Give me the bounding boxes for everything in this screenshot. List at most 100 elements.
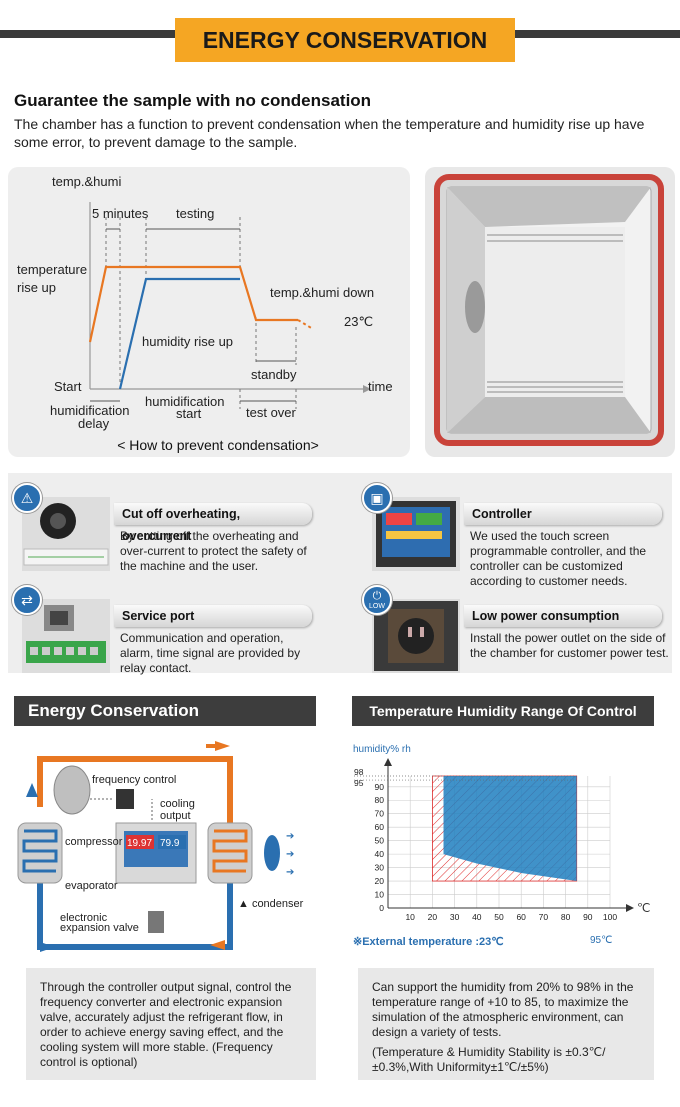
test-over-label: test over	[246, 405, 297, 420]
condensation-diagram: temp.&humi 5 minutes testing temperature…	[8, 167, 410, 457]
flow-arrow-icon	[215, 741, 230, 751]
y-tick-label: 20	[375, 876, 385, 886]
y-tick-label: 98	[354, 767, 364, 777]
humid-start-label: humidification	[145, 394, 225, 409]
y-tick-label: 40	[375, 849, 385, 859]
standby-label: standby	[251, 367, 297, 382]
expansion-valve-icon	[148, 911, 164, 933]
condenser-label: ▲ condenser	[238, 898, 304, 910]
x-tick-label: 90	[583, 912, 593, 922]
y-tick-label: 10	[375, 890, 385, 900]
chart-footnote: ※External temperature :23℃	[353, 936, 504, 948]
energy-diagram-svg: 19.97 79.9 ➔➔➔ frequency control cooling…	[17, 741, 304, 952]
y-tick-label: 90	[375, 782, 385, 792]
svg-text:➔: ➔	[286, 867, 294, 878]
y-tick-label: 50	[375, 836, 385, 846]
plug-icon: ⏻	[372, 590, 382, 602]
flow-arrow-icon	[210, 940, 225, 950]
fan-icon	[264, 835, 280, 871]
port-icon: ⇄	[12, 585, 42, 615]
hot-pipe	[37, 756, 233, 823]
feature-title: Low power consumption	[464, 605, 662, 627]
condenser-coil	[207, 822, 253, 884]
range-note-text: Can support the humidity from 20% to 98%…	[372, 980, 634, 1039]
low-power-icon-text: LOW	[369, 603, 385, 610]
feature-title: Controller	[464, 503, 662, 525]
x-tick-label: 100	[603, 912, 617, 922]
energy-heading: Energy Conservation	[14, 696, 316, 726]
feature-desc: Install the power outlet on the side of …	[470, 631, 669, 660]
features-block: ⚠ Cut off overheating, overcurrent By cu…	[8, 473, 672, 675]
chamber-photo	[425, 167, 675, 457]
x-tick-label: 80	[561, 912, 571, 922]
power-outlet-thumbnail	[372, 599, 460, 673]
temperature-curve	[88, 265, 298, 343]
diagram-caption: < How to prevent condensation>	[117, 437, 319, 453]
feature-desc: We used the touch screen programmable co…	[470, 529, 647, 588]
controller-icon: ▣	[362, 483, 392, 513]
range-note: Can support the humidity from 20% to 98%…	[358, 968, 654, 1080]
five-minutes-label: 5 minutes	[92, 206, 149, 221]
chamber-illustration	[434, 174, 664, 446]
y-tick-label: 70	[375, 809, 385, 819]
expansion-valve-label: expansion valve	[60, 922, 139, 934]
cooling-output-label: output	[160, 810, 191, 822]
chamber-ceiling	[447, 187, 651, 227]
chart-xlabel: ℃	[637, 901, 650, 915]
x-axis-arrow	[363, 385, 371, 393]
x-tick-label: 10	[405, 912, 415, 922]
feature-desc: By cutting off the overheating and over-…	[120, 529, 307, 573]
temperature-curve-dash	[297, 319, 314, 330]
frequency-control-label: frequency control	[92, 774, 176, 786]
x-tick-label: 20	[428, 912, 438, 922]
temp-humi-down-label: temp.&humi down	[270, 285, 374, 300]
x-axis-arrow	[626, 904, 634, 912]
screen-temp: 19.97	[127, 838, 152, 849]
range-note-stability: (Temperature & Humidity Stability is ±0.…	[372, 1045, 606, 1074]
frequency-inverter-icon	[116, 789, 134, 809]
energy-note: Through the controller output signal, co…	[26, 968, 316, 1080]
x-tick-label: 60	[516, 912, 526, 922]
temp-23-label: 23℃	[344, 314, 373, 329]
chart-ylabel: humidity% rh	[353, 744, 411, 755]
fan-icon	[465, 281, 485, 333]
x-tick-label: 50	[494, 912, 504, 922]
warning-icon: ⚠	[12, 483, 42, 513]
condensation-heading: Guarantee the sample with no condensatio…	[14, 91, 372, 110]
feature-title: Cut off overheating, overcurrent	[114, 503, 312, 543]
temp-rise-label: rise up	[17, 280, 56, 295]
cooling-output-label: cooling	[160, 798, 195, 810]
svg-text:➔: ➔	[286, 831, 294, 842]
range-heading: Temperature Humidity Range Of Control	[352, 696, 654, 726]
x-tick-label: 70	[539, 912, 549, 922]
humidity-rise-label: humidity rise up	[142, 334, 233, 349]
chart-x-extra: 95℃	[590, 935, 612, 946]
condensation-diagram-svg: temp.&humi 5 minutes testing temperature…	[17, 174, 393, 431]
temp-rise-label: temperature	[17, 262, 87, 277]
feature-title: Service port	[114, 605, 312, 627]
compressor-icon	[53, 765, 91, 815]
humidity-curve	[118, 277, 240, 390]
service-port-thumbnail	[22, 599, 110, 673]
x-tick-label: 30	[450, 912, 460, 922]
y-tick-label: 80	[375, 795, 385, 805]
condensation-intro: The chamber has a function to prevent co…	[14, 116, 645, 150]
time-label: time	[368, 379, 393, 394]
start-label: Start	[54, 379, 82, 394]
y-tick-label: 60	[375, 822, 385, 832]
x-tick-label: 40	[472, 912, 482, 922]
y-tick-label: 30	[375, 863, 385, 873]
low-power-icon: ⏻ LOW	[362, 585, 392, 615]
energy-diagram: 19.97 79.9 ➔➔➔ frequency control cooling…	[10, 735, 330, 960]
compressor-label: compressor	[65, 836, 123, 848]
page-banner: ENERGY CONSERVATION	[175, 18, 515, 62]
testing-label: testing	[176, 206, 214, 221]
feature-desc: Communication and operation, alarm, time…	[120, 631, 301, 675]
humid-start-label: start	[176, 406, 202, 421]
evaporator-coil	[17, 822, 63, 884]
y-axis-label: temp.&humi	[52, 174, 121, 189]
y-axis-arrow	[384, 758, 392, 766]
